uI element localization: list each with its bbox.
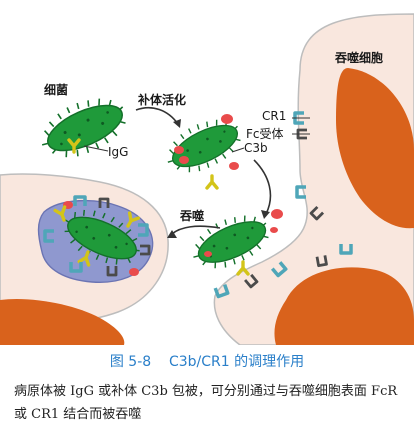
arrow-to-receptor (253, 159, 272, 215)
bacteria-opsonized (157, 108, 249, 184)
label-phagocyte: 吞噬细胞 (335, 50, 383, 65)
label-igg: IgG (108, 145, 128, 159)
label-phagocytosis: 吞噬 (180, 208, 204, 223)
igg-opsonized (205, 174, 219, 190)
label-bacteria: 细菌 (44, 82, 68, 97)
label-cr1: CR1 (262, 109, 286, 123)
arrow-phagocytosis (171, 225, 221, 235)
figure-title: C3b/CR1 的调理作用 (168, 354, 305, 370)
nucleus-left (0, 298, 125, 345)
figure-description: 病原体被 IgG 或补体 C3b 包被，可分别通过与吞噬细胞表面 FcR 或 C… (14, 384, 398, 422)
label-complement-activation: 补体活化 (137, 92, 186, 107)
nucleus-right (336, 68, 414, 229)
c3b-fragments (63, 114, 283, 276)
arrow-complement-activation (135, 106, 179, 125)
label-fc-receptor: Fc受体 (246, 127, 284, 141)
opsonization-diagram: 细菌 IgG 补体活化 C3b 吞噬细胞 CR1 Fc受体 吞噬 (0, 13, 414, 345)
label-c3b: C3b (244, 141, 268, 155)
figure-number: 图 5-8 (109, 354, 152, 370)
nucleus-right-bottom (274, 267, 414, 345)
caption-title: 图 5-8 C3b/CR1 的调理作用 (0, 352, 414, 372)
